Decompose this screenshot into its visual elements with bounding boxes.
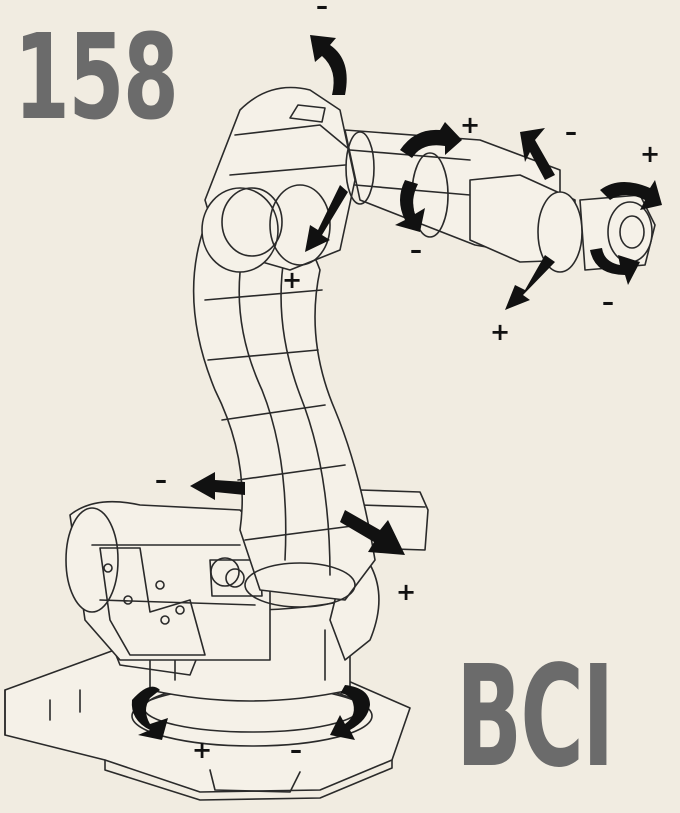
axis-3-arrow — [310, 35, 347, 95]
model-number-label: 158 — [14, 8, 179, 146]
axis-2-motor — [65, 500, 271, 661]
upper-arm — [344, 129, 583, 273]
sign-axis-5-minus: – — [565, 118, 577, 146]
sign-axis-1-plus: + — [192, 736, 212, 764]
axis-5-arrow-down — [505, 255, 555, 310]
sign-axis-2-plus: + — [396, 578, 416, 606]
axis-2-arrow-plus — [340, 510, 405, 555]
sign-axis-2-minus: – — [155, 466, 167, 494]
sign-axis-3-plus: + — [282, 266, 302, 294]
axis-signs: + – – + – + + – – + + – — [155, 0, 660, 764]
axis-4-arrow-bottom — [395, 180, 425, 232]
sign-axis-5-plus: + — [490, 318, 510, 346]
sign-axis-3-minus: – — [316, 0, 328, 20]
sign-axis-1-minus: – — [290, 736, 302, 764]
lower-arm — [192, 204, 376, 608]
axis-2-arrow-minus — [190, 472, 245, 500]
axis-6-arrow-bottom — [590, 248, 640, 285]
axis-4-arrow-top — [400, 122, 462, 158]
axis-1-arrow-left — [131, 686, 168, 740]
sign-axis-4-plus: + — [460, 111, 480, 139]
axis-3-arrow-down — [305, 185, 348, 252]
axis-5-arrow-up — [520, 128, 555, 180]
axis-1-arrow-right — [330, 685, 370, 740]
elbow-joint — [201, 86, 356, 273]
axis-6-arrow-top — [600, 180, 662, 210]
sign-axis-4-minus: – — [410, 236, 422, 264]
code-label: BCI — [456, 636, 614, 799]
sign-axis-6-minus: – — [602, 288, 614, 316]
sign-axis-6-plus: + — [640, 140, 660, 168]
